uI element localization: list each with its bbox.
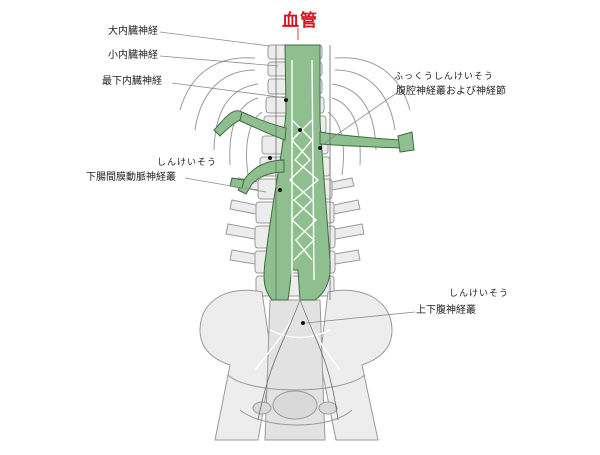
leader-celiac xyxy=(321,91,399,146)
rib-cage xyxy=(179,57,411,176)
pelvis xyxy=(199,289,393,441)
label-lesser-splanchnic-nerve: 小内臓神経 xyxy=(108,50,158,61)
label-celiac-plexus-and-ganglion: 腹腔神経叢および神経節 xyxy=(396,86,506,97)
label-least-splanchnic-nerve: 最下内臓神経 xyxy=(102,76,162,87)
title-vessel: 血管 xyxy=(282,11,318,31)
leader-greater-splanchnic xyxy=(159,31,271,47)
leader-lesser-splanchnic xyxy=(159,55,279,67)
nerve-trunks xyxy=(257,45,339,421)
ruby-superior-hypogastric-plexus: しんけいそう xyxy=(449,289,510,299)
leader-least-splanchnic xyxy=(171,82,288,99)
ruby-celiac-plexus: ふっくうしんけいそう xyxy=(394,72,494,82)
leader-intermesenteric xyxy=(184,177,267,193)
ruby-intermesenteric-plexus: しんけいそう xyxy=(157,158,218,168)
ganglia xyxy=(268,98,322,325)
label-greater-splanchnic-nerve: 大内臓神経 xyxy=(108,26,158,37)
leader-superior-hypogastric xyxy=(305,311,416,324)
label-intermesenteric-plexus: 下腸間膜動脈神経叢 xyxy=(86,172,176,183)
leader-lines xyxy=(159,28,416,324)
label-superior-hypogastric-plexus: 上下腹神経叢 xyxy=(416,305,476,316)
nerve-plexus xyxy=(254,59,341,371)
